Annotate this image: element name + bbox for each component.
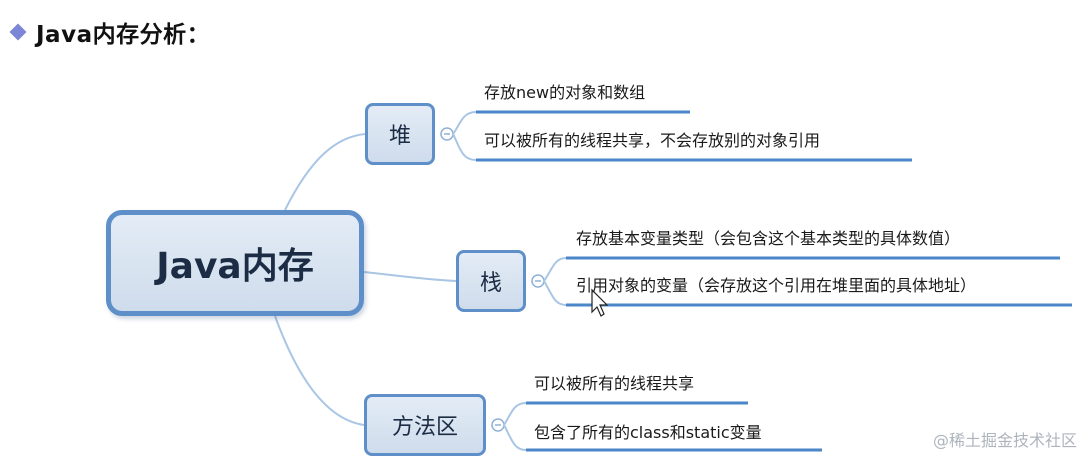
collapse-toggle-heap[interactable] — [440, 127, 454, 141]
collapse-toggle-method[interactable] — [491, 418, 505, 432]
connector-stack-leaf-2 — [543, 280, 567, 306]
leaf-heap-shared[interactable]: 可以被所有的线程共享，不会存放别的对象引用 — [484, 131, 821, 150]
collapse-toggle-stack[interactable] — [531, 274, 545, 288]
leaf-method-class-static[interactable]: 包含了所有的class和static变量 — [534, 423, 762, 442]
watermark: @稀土掘金技术社区 — [932, 431, 1077, 450]
section-header: Java内存分析： — [9, 16, 211, 48]
connector-heap-leaf-2 — [452, 133, 477, 161]
connector-method-leaf-2 — [503, 424, 527, 451]
leaf-method-shared[interactable]: 可以被所有的线程共享 — [534, 374, 695, 393]
leaf-stack-primitive-types[interactable]: 存放基本变量类型（会包含这个基本类型的具体数值） — [576, 229, 961, 248]
node-heap[interactable]: 堆 — [365, 103, 435, 165]
connector-method-leaf-1 — [503, 402, 527, 426]
connector-root-method — [274, 315, 365, 426]
connector-root-stack — [363, 271, 457, 282]
connector-root-heap — [284, 133, 366, 211]
connector-heap-leaf-1 — [452, 111, 477, 135]
leaf-heap-new-objects[interactable]: 存放new的对象和数组 — [484, 83, 646, 102]
page-title: Java内存分析： — [36, 22, 211, 48]
node-stack[interactable]: 栈 — [456, 250, 526, 312]
node-java-memory[interactable]: Java内存 — [106, 210, 364, 316]
node-method-area[interactable]: 方法区 — [364, 394, 486, 456]
leaf-stack-reference-variables[interactable]: 引用对象的变量（会存放这个引用在堆里面的具体地址） — [576, 276, 977, 295]
mouse-cursor-icon — [591, 288, 609, 317]
connector-stack-leaf-1 — [543, 257, 567, 282]
